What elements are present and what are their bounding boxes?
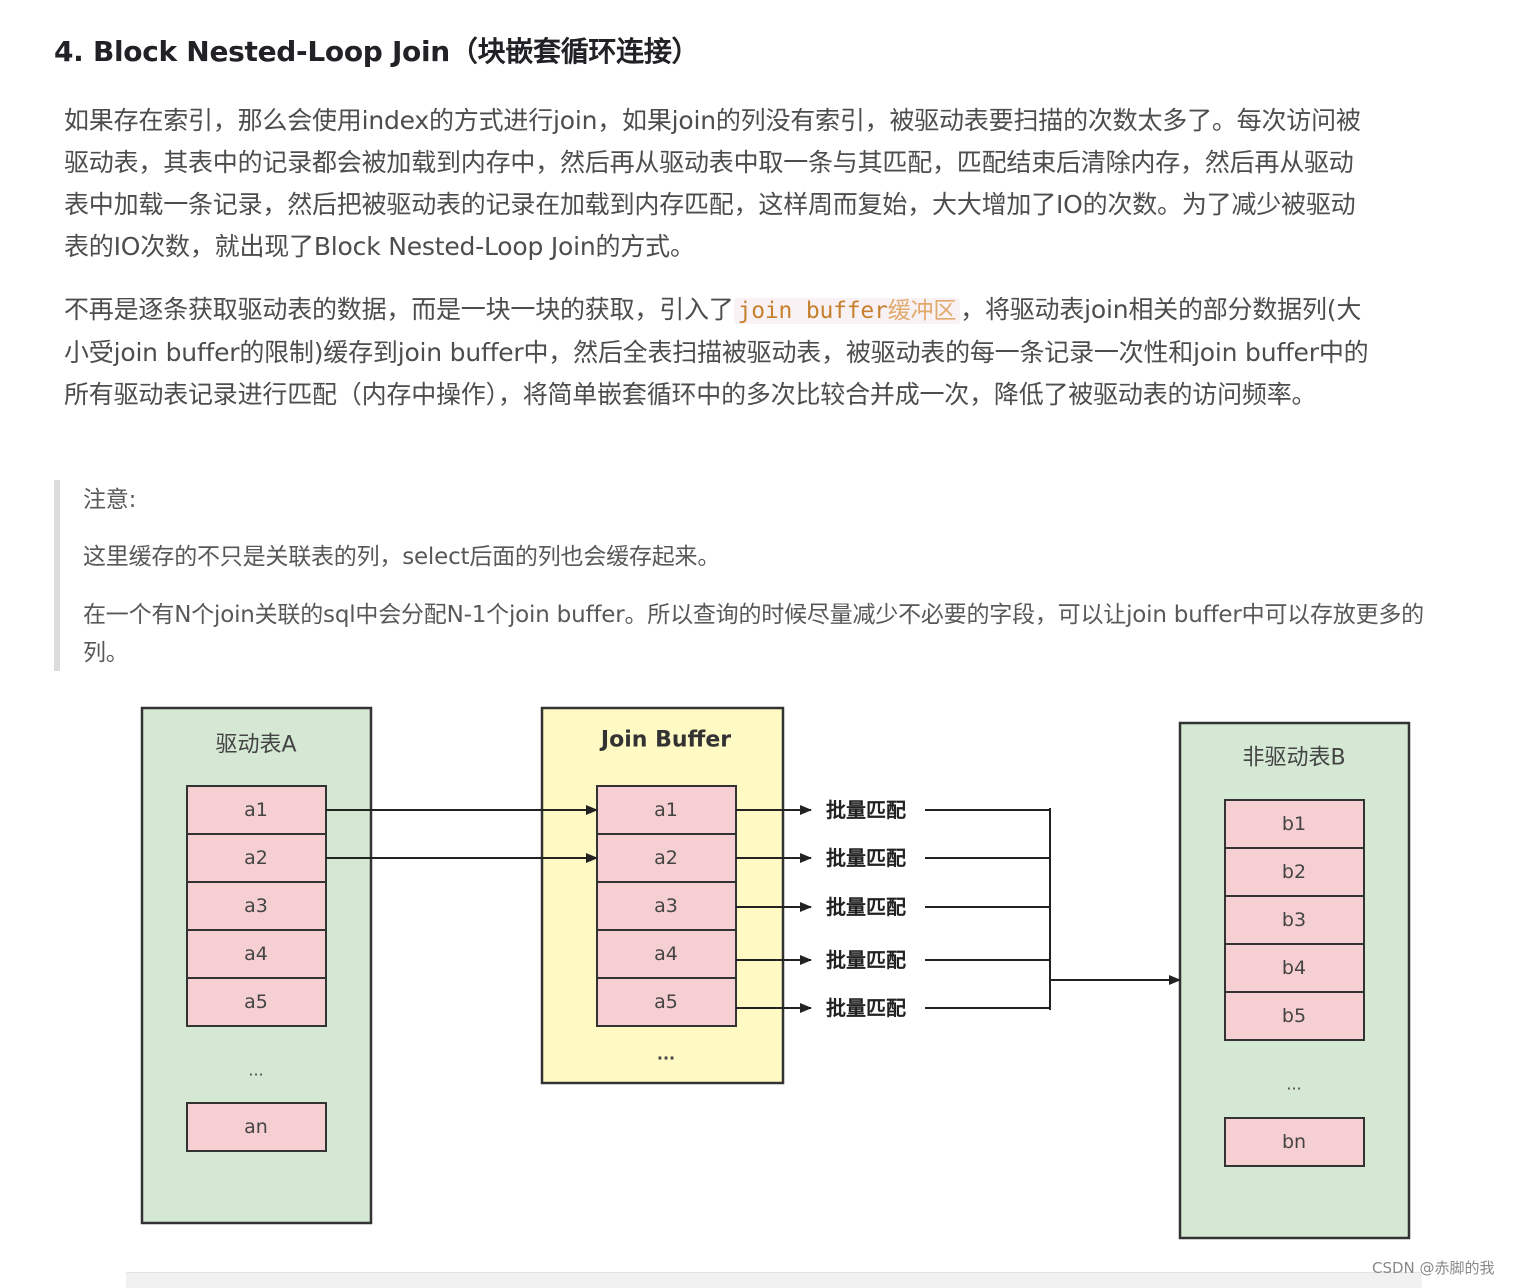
table-a-ellipsis: ... xyxy=(248,1061,263,1080)
table-a-row-last-label: an xyxy=(244,1116,268,1138)
table-b-row xyxy=(1224,991,1365,1041)
csdn-watermark: CSDN @赤脚的我 xyxy=(1372,1259,1495,1277)
table-a-row-last xyxy=(186,1102,327,1152)
join-buffer-row xyxy=(596,929,737,979)
inline-code-text: join buffer xyxy=(737,298,888,324)
block-nested-loop-diagram: 驱动表A a1 a2 a3 a4 a5... an Join Buffer a1 a2 a3 a4 a5… xyxy=(140,706,1411,1240)
table-b-row xyxy=(1224,847,1365,897)
table-a-row-label: a2 xyxy=(244,847,268,869)
join-buffer-row-label: a2 xyxy=(654,847,678,869)
table-b-row-last-label: bn xyxy=(1282,1131,1306,1153)
note-title: 注意: xyxy=(83,487,137,513)
table-a-row-label: a4 xyxy=(244,943,268,965)
table-b-row-label: b3 xyxy=(1282,909,1306,931)
note-line-2: 在一个有N个join关联的sql中会分配N-1个join buffer。所以查询… xyxy=(83,602,1424,666)
join-buffer-row xyxy=(596,881,737,931)
table-b-title: 非驱动表B xyxy=(1242,746,1345,771)
join-buffer-row-label: a5 xyxy=(654,991,678,1013)
table-b-row xyxy=(1224,895,1365,945)
join-buffer-title: Join Buffer xyxy=(599,728,731,753)
join-buffer-row-label: a4 xyxy=(654,943,678,965)
match-label: 批量匹配 xyxy=(826,948,906,972)
join-buffer-row-label: a1 xyxy=(654,799,678,821)
table-b-row-label: b5 xyxy=(1282,1005,1306,1027)
table-a-row-label: a5 xyxy=(244,991,268,1013)
match-label: 批量匹配 xyxy=(826,798,906,822)
join-buffer-row xyxy=(596,977,737,1027)
match-label: 批量匹配 xyxy=(826,895,906,919)
table-a-row-label: a1 xyxy=(244,799,268,821)
bottom-scroll-bar xyxy=(126,1272,1422,1288)
table-b-row-last xyxy=(1224,1117,1365,1167)
table-a-row-label: a3 xyxy=(244,895,268,917)
match-label: 批量匹配 xyxy=(826,846,906,870)
inline-code-join-buffer: join buffer缓冲区 xyxy=(733,298,961,324)
note-line-1: 这里缓存的不只是关联表的列，select后面的列也会缓存起来。 xyxy=(83,544,721,570)
table-b-row-label: b2 xyxy=(1282,861,1306,883)
paragraph-intro: 如果存在索引，那么会使用index的方式进行join，如果join的列没有索引，… xyxy=(64,106,1361,261)
table-b-row xyxy=(1224,799,1365,849)
paragraph-text-before: 不再是逐条获取驱动表的数据，而是一块一块的获取，引入了 xyxy=(64,295,734,324)
table-b-row-label: b1 xyxy=(1282,813,1306,835)
table-b-row xyxy=(1224,943,1365,993)
inline-code-cn: 缓冲区 xyxy=(887,298,957,324)
match-label: 批量匹配 xyxy=(826,996,906,1020)
table-a-row xyxy=(186,977,327,1027)
paragraph-text-after: ，将驱动表join相关的部分数据列(大小受join buffer的限制)缓存到j… xyxy=(64,295,1369,409)
table-a-title: 驱动表A xyxy=(215,733,296,758)
join-buffer-ellipsis: ... xyxy=(657,1045,675,1064)
join-buffer-row-label: a3 xyxy=(654,895,678,917)
table-b-ellipsis: ... xyxy=(1286,1075,1301,1094)
table-b-row-label: b4 xyxy=(1282,957,1306,979)
section-heading: 4. Block Nested-Loop Join（块嵌套循环连接） xyxy=(54,35,700,68)
note-blockquote: 注意: 这里缓存的不只是关联表的列，select后面的列也会缓存起来。 在一个有… xyxy=(54,480,1474,671)
